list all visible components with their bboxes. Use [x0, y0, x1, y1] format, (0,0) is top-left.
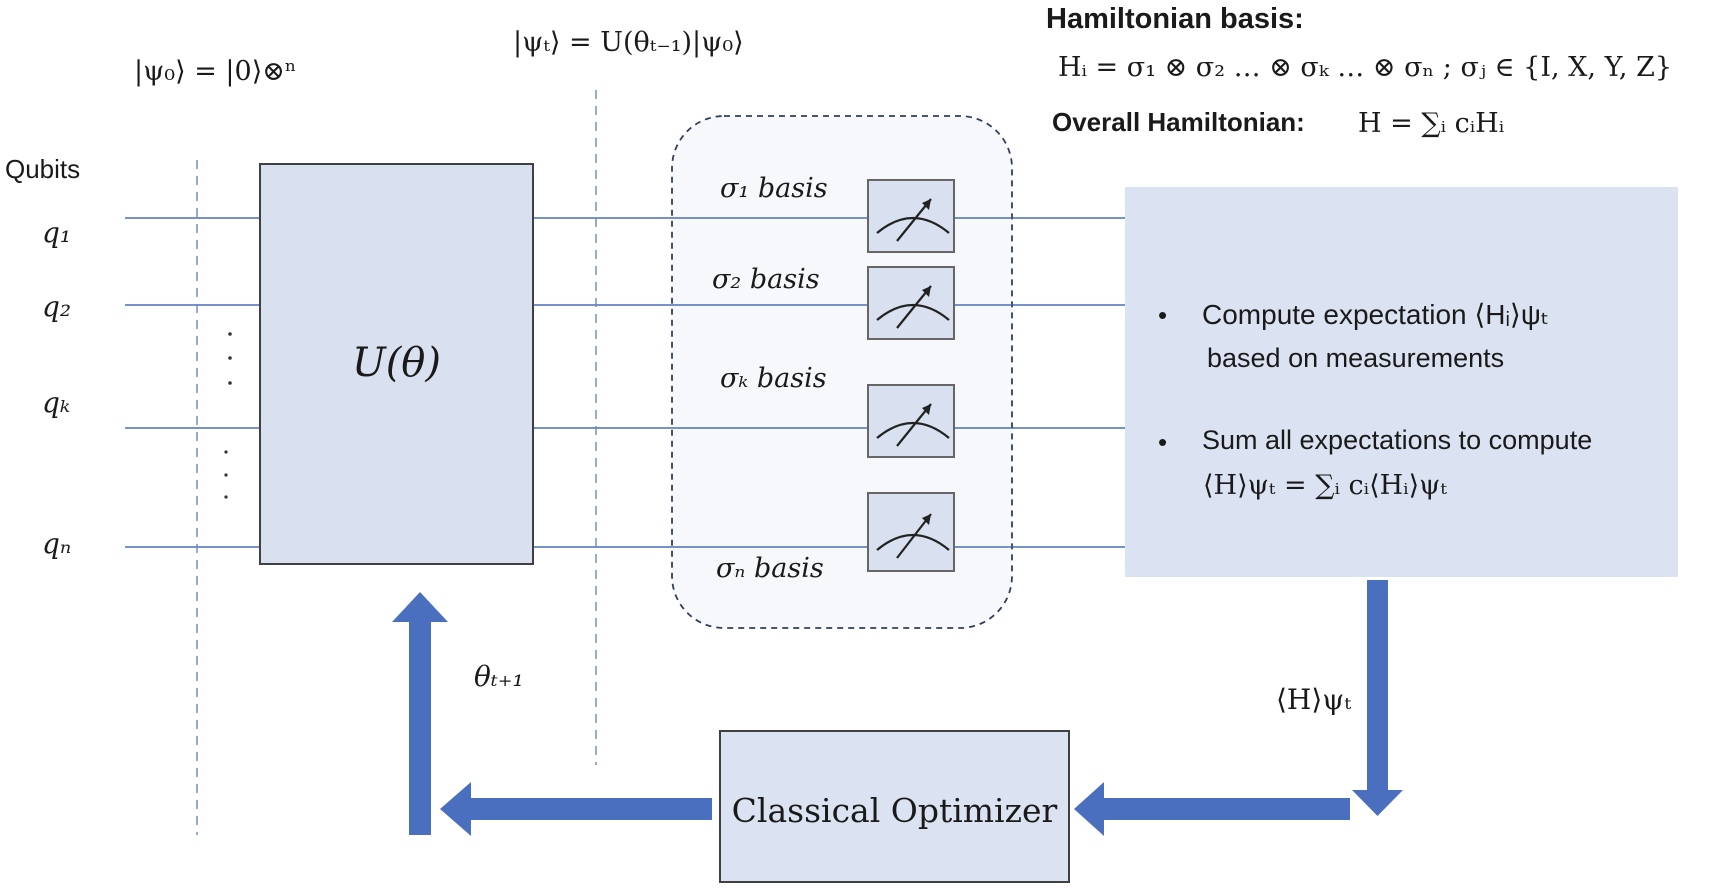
classical-optimizer-box: Classical Optimizer [719, 730, 1070, 883]
theta-next-label: θₜ₊₁ [474, 660, 524, 693]
qubit-label-q1: q₁ [42, 216, 72, 249]
feedback-arrows [392, 580, 1403, 836]
expectation-output-label: ⟨H⟩ψₜ [1276, 683, 1352, 716]
sigma1-basis-label: σ₁ basis [720, 173, 828, 204]
bullet-1-line-2: based on measurements [1207, 343, 1505, 373]
overall-hamiltonian-formula: H = ∑ᵢ cᵢHᵢ [1358, 108, 1505, 139]
qubit-label-q2: q₂ [42, 290, 72, 323]
qubit-label-qk: qₖ [42, 386, 71, 419]
bullet-1-line-1: Compute expectation ⟨Hᵢ⟩ψₜ [1202, 299, 1550, 330]
measurement-meter-icon [867, 492, 955, 572]
unitary-label: U(θ) [351, 340, 441, 386]
bullet-2-line-1: Sum all expectations to compute [1202, 425, 1593, 455]
measurement-meter-icon [867, 179, 955, 253]
hamiltonian-basis-title: Hamiltonian basis: [1046, 3, 1304, 35]
classical-optimizer-label: Classical Optimizer [731, 791, 1058, 830]
measurement-meter-icon [867, 266, 955, 340]
arrow-out-of-optimizer [440, 782, 712, 836]
arrow-into-optimizer [1074, 782, 1350, 836]
arrow-down-expectation [1352, 580, 1403, 816]
overall-hamiltonian-title: Overall Hamiltonian: [1052, 107, 1305, 137]
ellipsis-dots [224, 332, 232, 499]
bullet-1-symbol: • [1158, 300, 1168, 330]
bullet-2-line-2: ⟨H⟩ψₜ = ∑ᵢ cᵢ⟨Hᵢ⟩ψₜ [1203, 470, 1447, 501]
sigma2-basis-label: σ₂ basis [712, 264, 820, 295]
unitary-gate: U(θ) [259, 163, 534, 565]
qubits-header: Qubits [5, 154, 81, 184]
bullet-2-symbol: • [1158, 427, 1168, 457]
sigman-basis-label: σₙ basis [716, 553, 824, 584]
initial-state-label: |ψ₀⟩ = |0⟩⊗ⁿ [134, 56, 297, 87]
measurement-meter-icon [867, 384, 955, 458]
sigmak-basis-label: σₖ basis [720, 363, 827, 394]
hamiltonian-basis-formula: Hᵢ = σ₁ ⊗ σ₂ … ⊗ σₖ … ⊗ σₙ ; σⱼ ∈ {I, X,… [1058, 52, 1673, 83]
arrow-up-to-unitary [392, 592, 448, 835]
evolved-state-label: |ψₜ⟩ = U(θₜ₋₁)|ψ₀⟩ [513, 27, 744, 58]
expectation-panel [1125, 187, 1678, 577]
qubit-label-qn: qₙ [42, 527, 72, 560]
